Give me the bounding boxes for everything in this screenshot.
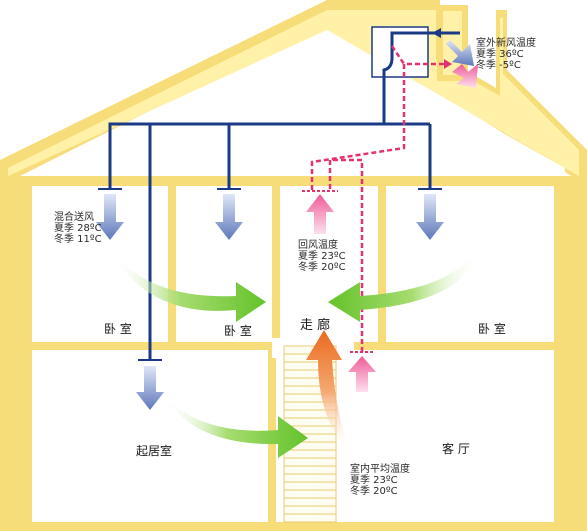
room-parlor: 客 厅 <box>442 442 470 456</box>
supply-outlets <box>98 188 442 361</box>
room-bedroom-mid: 卧 室 <box>224 324 252 338</box>
fresh-air-summer: 夏季 36ºC <box>476 49 524 60</box>
indoor-avg-summer: 夏季 23ºC <box>350 475 398 486</box>
supply-air-arrows <box>96 40 474 410</box>
return-air-summer: 夏季 23ºC <box>298 251 346 262</box>
fresh-air-temp-label: 室外新风温度 夏季 36ºC 冬季 -5ºC <box>476 38 536 71</box>
return-vents <box>302 190 374 353</box>
return-duct <box>310 45 449 352</box>
mixed-supply-title: 混合送风 <box>54 212 94 223</box>
indoor-avg-title: 室内平均温度 <box>350 464 410 475</box>
return-air-arrows <box>306 64 478 392</box>
supply-duct <box>108 31 460 360</box>
indoor-avg-winter: 冬季 20ºC <box>350 486 398 497</box>
ventilation-unit <box>371 26 429 78</box>
return-air-title: 回风温度 <box>298 240 338 251</box>
room-bedroom-right: 卧 室 <box>478 322 506 336</box>
indoor-avg-temp-label: 室内平均温度 夏季 23ºC 冬季 20ºC <box>350 464 410 497</box>
return-air-temp-label: 回风温度 夏季 23ºC 冬季 20ºC <box>298 240 346 273</box>
fresh-air-title: 室外新风温度 <box>476 38 536 49</box>
fresh-air-winter: 冬季 -5ºC <box>476 60 521 71</box>
mixed-supply-winter: 冬季 11ºC <box>54 234 102 245</box>
return-air-winter: 冬季 20ºC <box>298 262 346 273</box>
exhaust-arrow <box>444 59 452 69</box>
room-corridor: 走 廊 <box>300 318 331 333</box>
mixed-supply-temp-label: 混合送风 夏季 28ºC 冬季 11ºC <box>54 212 102 245</box>
green-flow-arrows <box>110 244 480 458</box>
room-living: 起居室 <box>136 444 173 458</box>
rising-warm-air-arrow <box>306 330 350 452</box>
room-bedroom-left: 卧 室 <box>104 322 132 336</box>
fresh-air-arrow <box>432 28 441 38</box>
mixed-supply-summer: 夏季 28ºC <box>54 223 102 234</box>
